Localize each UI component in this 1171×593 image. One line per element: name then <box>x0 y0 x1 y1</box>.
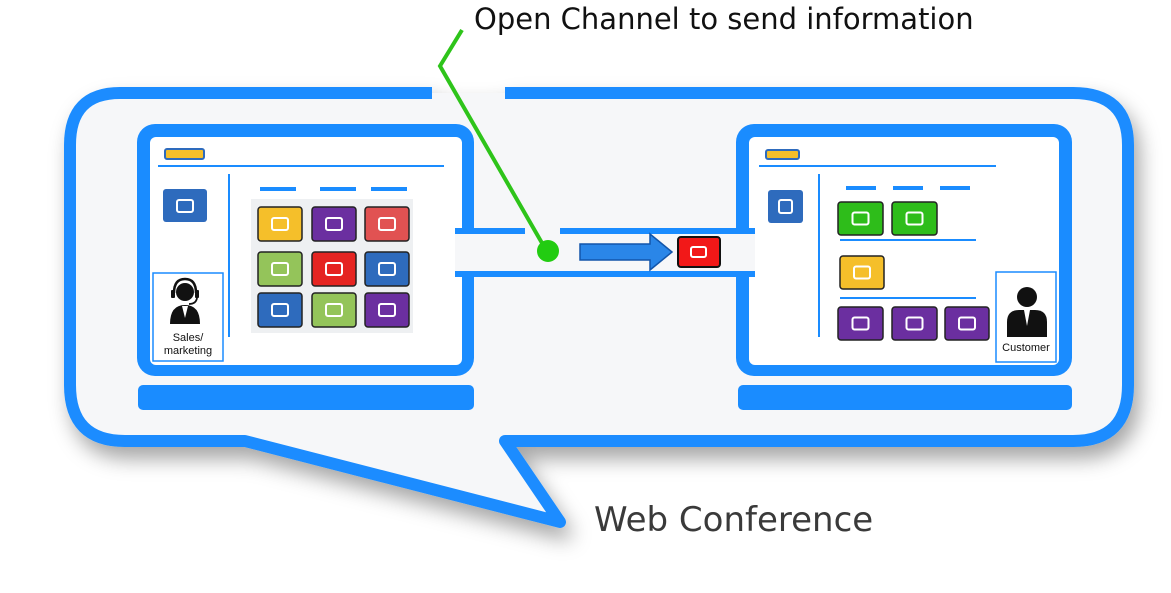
sales-app-tile[interactable] <box>364 251 410 287</box>
headset-person-icon <box>170 277 200 324</box>
channel-pointer-line <box>437 28 548 251</box>
person-icon <box>1007 287 1047 337</box>
customer-avatar-panel <box>995 271 1057 363</box>
sales-app-tile[interactable] <box>311 206 357 242</box>
sales-app-tile[interactable] <box>257 206 303 242</box>
channel-dot <box>537 240 559 262</box>
sales-app-tile[interactable] <box>364 292 410 328</box>
sales-label-line1: Sales/ <box>172 332 204 344</box>
customer-label: Customer <box>1002 342 1050 354</box>
sales-sidebar-tile[interactable] <box>163 189 207 222</box>
sales-app-tile[interactable] <box>311 292 357 328</box>
customer-app-tile[interactable] <box>944 306 990 341</box>
send-arrow-icon <box>579 232 674 272</box>
sales-app-logo <box>164 148 205 160</box>
customer-laptop <box>736 124 1072 410</box>
customer-app-tile[interactable] <box>837 201 884 236</box>
sales-tiles <box>257 206 410 328</box>
sales-marketing-label: Sales/ marketing <box>153 332 223 358</box>
customer-sidebar-tile[interactable] <box>768 190 803 223</box>
sales-avatar-panel <box>152 272 224 362</box>
customer-app-tile[interactable] <box>891 306 938 341</box>
customer-app-tile[interactable] <box>839 255 885 290</box>
sent-tile[interactable] <box>677 236 721 268</box>
sales-app-tile[interactable] <box>257 251 303 287</box>
customer-app-tile[interactable] <box>837 306 884 341</box>
sales-laptop-base <box>138 385 474 410</box>
web-conference-label: Web Conference <box>594 500 874 540</box>
sales-laptop <box>137 124 474 410</box>
sales-app-tile[interactable] <box>311 251 357 287</box>
channel-label: Open Channel to send information <box>474 2 974 36</box>
sales-label-line2: marketing <box>163 345 213 357</box>
customer-app-logo <box>765 149 800 160</box>
customer-app-tile[interactable] <box>891 201 938 236</box>
sales-app-tile[interactable] <box>364 206 410 242</box>
open-channel <box>437 28 755 277</box>
customer-tiles <box>837 201 990 341</box>
customer-laptop-base <box>738 385 1072 410</box>
sales-app-tile[interactable] <box>257 292 303 328</box>
